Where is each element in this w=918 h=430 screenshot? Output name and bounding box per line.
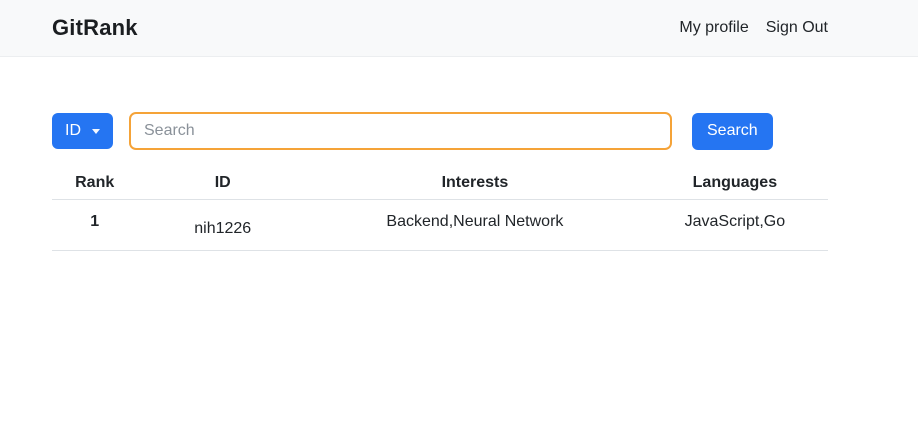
cell-id: nih1226 [137, 199, 309, 251]
search-filter-dropdown[interactable]: ID [52, 113, 113, 149]
column-header-interests: Interests [308, 170, 642, 200]
app-header: GitRank My profile Sign Out [0, 0, 918, 57]
nav-my-profile[interactable]: My profile [679, 19, 749, 36]
column-header-languages: Languages [641, 170, 828, 200]
column-header-id: ID [137, 170, 309, 200]
cell-rank: 1 [52, 199, 138, 251]
cell-languages: JavaScript,Go [641, 199, 828, 251]
cell-interests: Backend,Neural Network [308, 199, 642, 251]
search-button[interactable]: Search [692, 112, 773, 150]
search-controls: ID Search [52, 112, 828, 150]
column-header-rank: Rank [52, 170, 138, 200]
brand-title: GitRank [52, 15, 138, 40]
search-input[interactable] [129, 112, 672, 150]
table-header-row: Rank ID Interests Languages [52, 170, 828, 200]
nav-sign-out[interactable]: Sign Out [765, 19, 828, 36]
search-filter-label: ID [65, 122, 81, 139]
header-nav: My profile Sign Out [679, 19, 828, 37]
main-content: ID Search Rank ID Interests Languages 1 [52, 112, 828, 251]
results-table: Rank ID Interests Languages 1 nih1226 Ba… [52, 170, 828, 251]
caret-down-icon [92, 128, 100, 134]
table-row: 1 nih1226 Backend,Neural Network JavaScr… [52, 199, 828, 251]
user-id-link[interactable]: nih1226 [194, 220, 252, 237]
